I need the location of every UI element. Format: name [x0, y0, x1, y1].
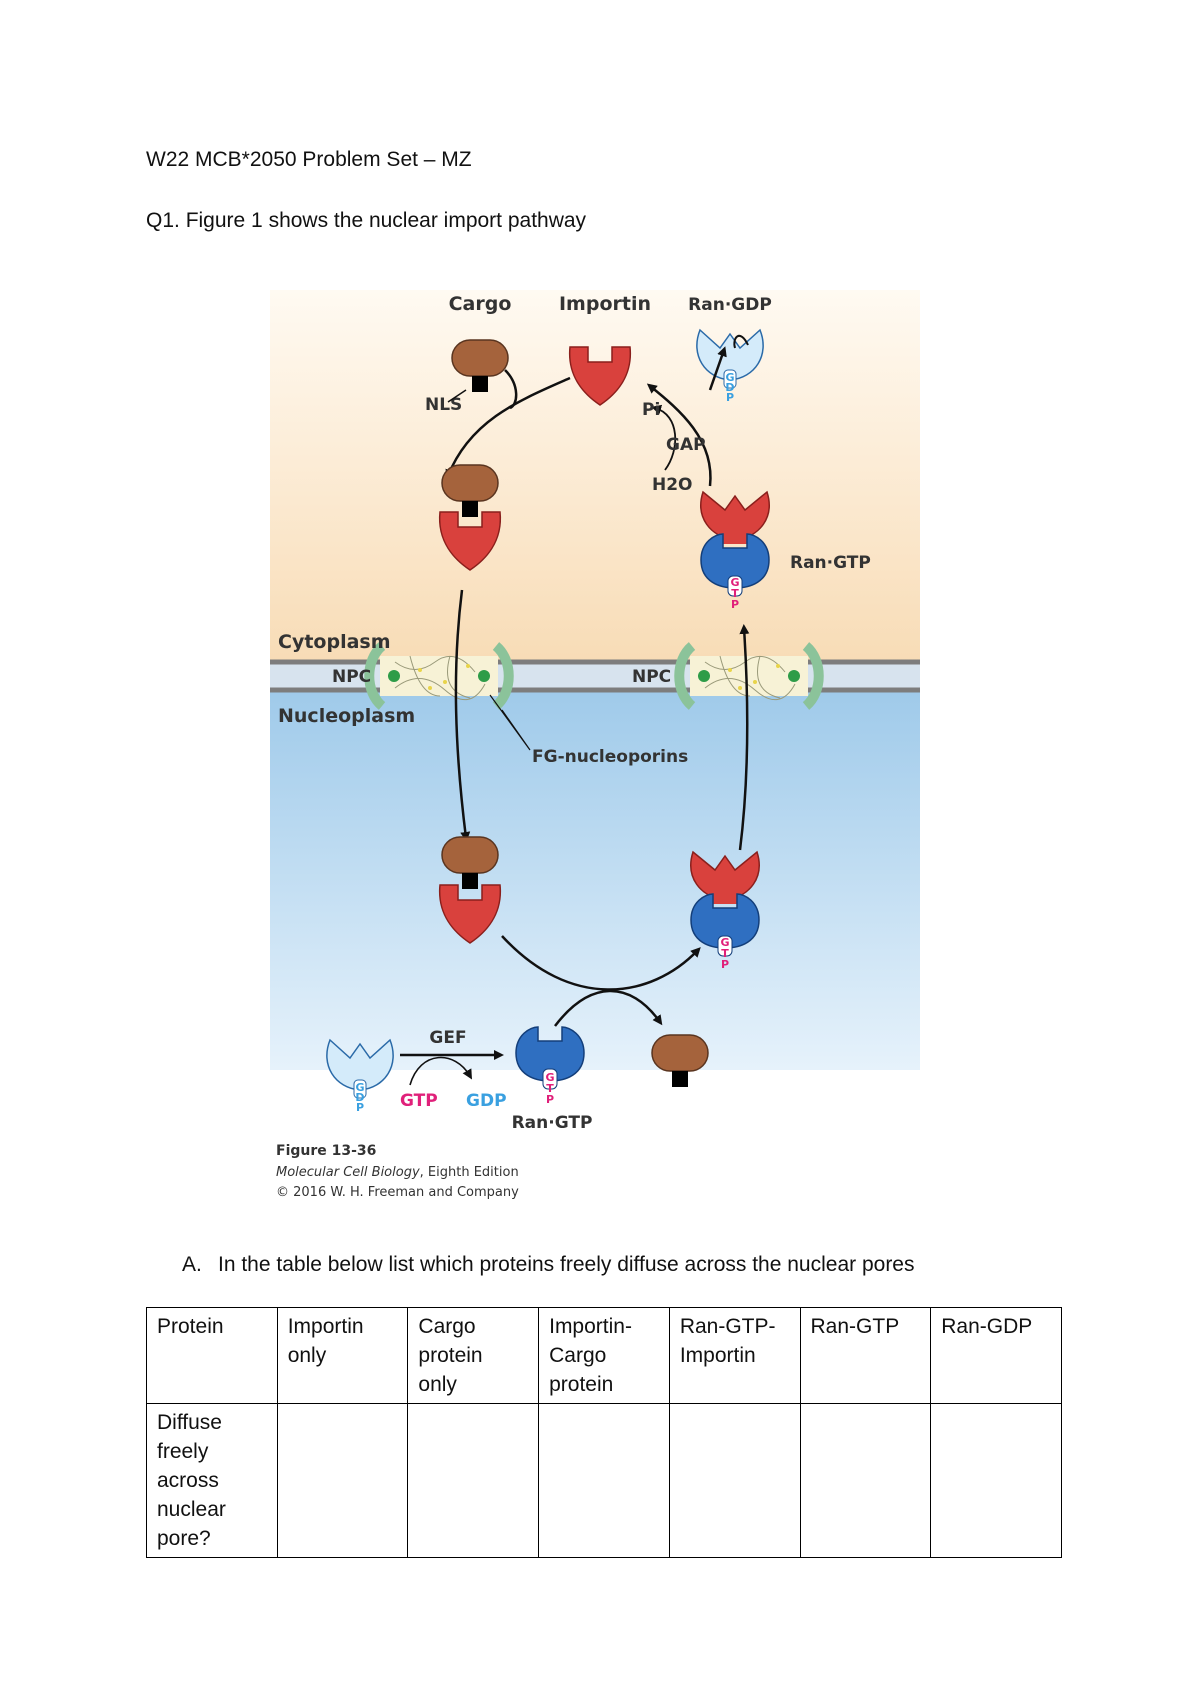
answer-cell-importin-only[interactable]	[276, 1403, 409, 1558]
gtp-tag-nuc: GTP	[720, 936, 729, 971]
arrow-to-ran-gdp	[708, 346, 727, 391]
arrow-ran-gdp-release	[733, 334, 749, 349]
table-row: Diffuse freely across nuclear pore?	[146, 1403, 1062, 1558]
svg-text:G: G	[720, 936, 729, 949]
caption-edition: , Eighth Edition	[420, 1165, 519, 1180]
svg-text:G: G	[730, 576, 739, 589]
page-header: W22 MCB*2050 Problem Set – MZ	[146, 148, 472, 171]
svg-text:P: P	[731, 598, 739, 611]
label-npc-left: NPC	[332, 667, 371, 687]
caption-title: Figure 13-36	[276, 1143, 376, 1159]
answer-cell-cargo-only[interactable]	[407, 1403, 540, 1558]
arrow-ran-binding	[501, 935, 701, 991]
label-pi: Pi	[642, 400, 660, 420]
label-gtp: GTP	[400, 1091, 438, 1111]
table-row-label: Diffuse freely across nuclear pore?	[146, 1403, 278, 1558]
table-header-cell: Importin only	[276, 1307, 409, 1404]
label-ran-gdp-top: Ran·GDP	[688, 295, 772, 315]
svg-text:G: G	[725, 371, 734, 384]
gtp-tag-bottom: GTP	[545, 1071, 554, 1106]
table-header-cell: Ran-GTP	[799, 1307, 932, 1404]
label-importin: Importin	[559, 293, 651, 315]
label-nls: NLS	[425, 395, 462, 415]
arrow-gap-release	[646, 383, 712, 487]
label-ran-gtp-right: Ran·GTP	[790, 553, 871, 573]
table-header-cell: Ran-GTP- Importin	[668, 1307, 801, 1404]
svg-text:P: P	[546, 1093, 554, 1106]
arrow-cargo-release	[554, 989, 663, 1027]
question-1-number: Q1.	[146, 209, 180, 232]
svg-text:G: G	[545, 1071, 554, 1084]
nuclear-envelope	[270, 659, 920, 693]
arrow-import-through-npc	[454, 589, 471, 842]
table-header-row: Protein Importin only Cargo protein only…	[146, 1307, 1062, 1404]
gdp-tag-nuc: GDP	[355, 1081, 364, 1114]
label-gdp: GDP	[466, 1091, 507, 1111]
cargo-released	[651, 1034, 709, 1088]
arrow-hydrolysis	[651, 404, 677, 471]
nuclear-import-diagram: Cargo Importin Ran·GDP GDP NLS Pi GAP H2…	[270, 290, 920, 1200]
answer-cell-ran-gdp[interactable]	[930, 1403, 1062, 1558]
label-nucleoplasm: Nucleoplasm	[278, 705, 415, 727]
arrow-export-through-npc	[738, 624, 750, 851]
svg-text:D: D	[355, 1091, 364, 1104]
svg-text:T: T	[731, 587, 739, 600]
arrow-import-assembly	[445, 376, 571, 480]
label-fg-nucleoporins: FG-nucleoporins	[532, 747, 688, 767]
arrow-gtp-gdp	[409, 1056, 473, 1086]
caption-book-title: Molecular Cell Biology	[276, 1165, 420, 1180]
label-gap: GAP	[666, 435, 706, 455]
caption-copyright: © 2016 W. H. Freeman and Company	[276, 1185, 519, 1200]
question-a-label: A.	[182, 1253, 202, 1276]
npc-left-pore	[364, 642, 514, 710]
question-a-text: In the table below list which proteins f…	[218, 1253, 915, 1276]
answer-cell-ran-gtp[interactable]	[799, 1403, 932, 1558]
gdp-tag-top: GDP	[725, 371, 734, 404]
label-npc-right: NPC	[632, 667, 671, 687]
svg-text:P: P	[726, 391, 734, 404]
gtp-tag-cyto: GTP	[730, 576, 739, 611]
label-gef: GEF	[429, 1028, 466, 1048]
table-header-cell: Protein	[146, 1307, 278, 1404]
caption-book: Molecular Cell Biology, Eighth Edition	[276, 1165, 519, 1180]
npc-right-pore	[674, 642, 824, 710]
diffusion-table: Protein Importin only Cargo protein only…	[146, 1307, 1062, 1558]
svg-text:D: D	[725, 381, 734, 394]
nls-pointer	[447, 389, 467, 403]
question-1-text: Figure 1 shows the nuclear import pathwa…	[179, 209, 587, 232]
svg-text:T: T	[721, 947, 729, 960]
svg-text:P: P	[356, 1101, 364, 1114]
table-header-cell: Importin- Cargo protein	[538, 1307, 670, 1404]
label-cytoplasm: Cytoplasm	[278, 631, 391, 653]
table-header-cell: Ran-GDP	[930, 1307, 1062, 1404]
svg-text:T: T	[546, 1082, 554, 1095]
label-cargo: Cargo	[449, 293, 512, 315]
cytoplasm-region	[270, 290, 920, 662]
answer-cell-importin-cargo[interactable]	[538, 1403, 670, 1558]
label-ran-gtp-bottom: Ran·GTP	[512, 1113, 593, 1133]
table-header-cell: Cargo protein only	[407, 1307, 540, 1404]
svg-text:G: G	[355, 1081, 364, 1094]
answer-cell-ran-gtp-importin[interactable]	[668, 1403, 801, 1558]
svg-text:P: P	[721, 958, 729, 971]
nucleoplasm-region	[270, 690, 920, 1070]
label-h2o: H2O	[652, 475, 693, 495]
fg-pointer	[489, 694, 531, 751]
question-1: Q1. Figure 1 shows the nuclear import pa…	[146, 209, 586, 233]
